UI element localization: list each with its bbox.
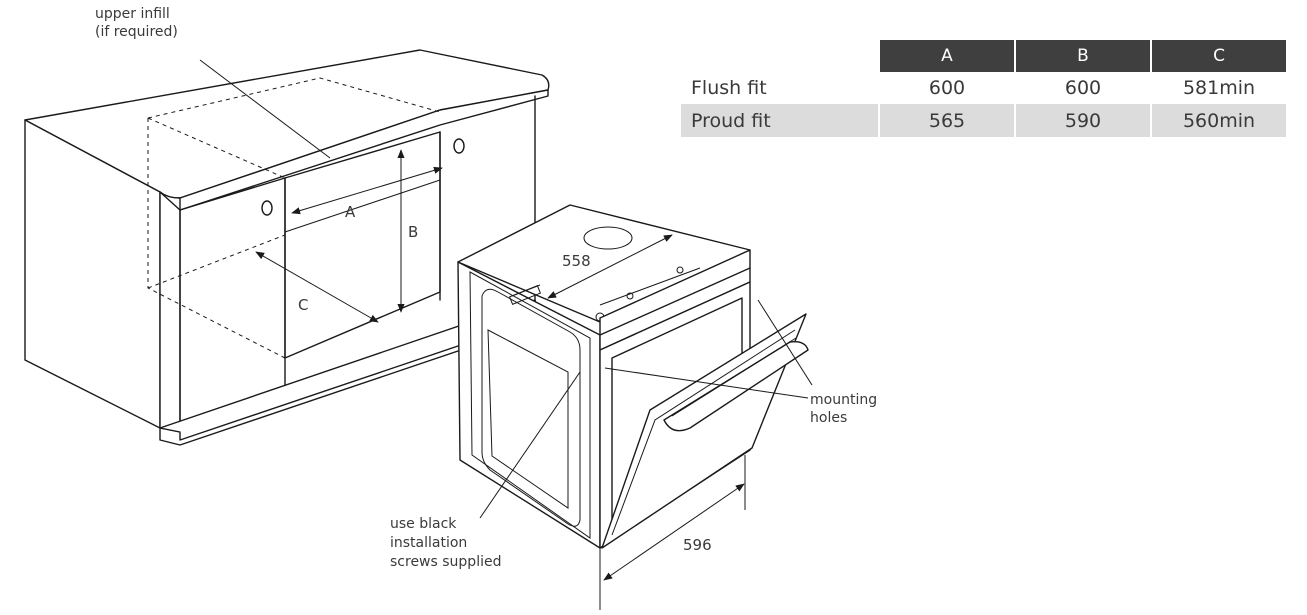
cell-value: 565: [878, 104, 1015, 137]
label-screws-supplied: screws supplied: [390, 554, 501, 570]
label-installation: installation: [390, 535, 467, 551]
cell-value: 600: [1014, 72, 1151, 105]
table-header-blank: [681, 40, 879, 72]
label-dim-b: B: [408, 223, 418, 241]
label-mounting: mounting: [810, 392, 877, 408]
dimensions-table: A B C Flush fit 600 600 581min Proud fit…: [681, 40, 1286, 137]
label-upper-infill: upper infill: [95, 6, 170, 22]
table-header-b: B: [1014, 40, 1151, 72]
table-row-proud-fit: Proud fit 565 590 560min: [681, 104, 1286, 137]
label-dim-c: C: [298, 296, 308, 314]
cell-value: 600: [878, 72, 1015, 105]
cell-value: 581min: [1150, 72, 1286, 105]
table-row-flush-fit: Flush fit 600 600 581min: [681, 72, 1286, 105]
label-holes: holes: [810, 410, 847, 426]
cell-value: 560min: [1150, 104, 1286, 137]
row-label: Proud fit: [681, 104, 879, 137]
table-header-a: A: [878, 40, 1015, 72]
label-use-black: use black: [390, 516, 457, 532]
table-header-c: C: [1150, 40, 1286, 72]
label-if-required: (if required): [95, 24, 178, 40]
oven: [457, 204, 813, 610]
label-dim-558: 558: [562, 252, 591, 270]
table-header-row: A B C: [681, 40, 1286, 72]
cell-value: 590: [1014, 104, 1151, 137]
cabinet: [24, 49, 550, 446]
label-dim-a: A: [345, 203, 356, 221]
label-dim-596: 596: [683, 536, 712, 554]
row-label: Flush fit: [681, 72, 879, 105]
